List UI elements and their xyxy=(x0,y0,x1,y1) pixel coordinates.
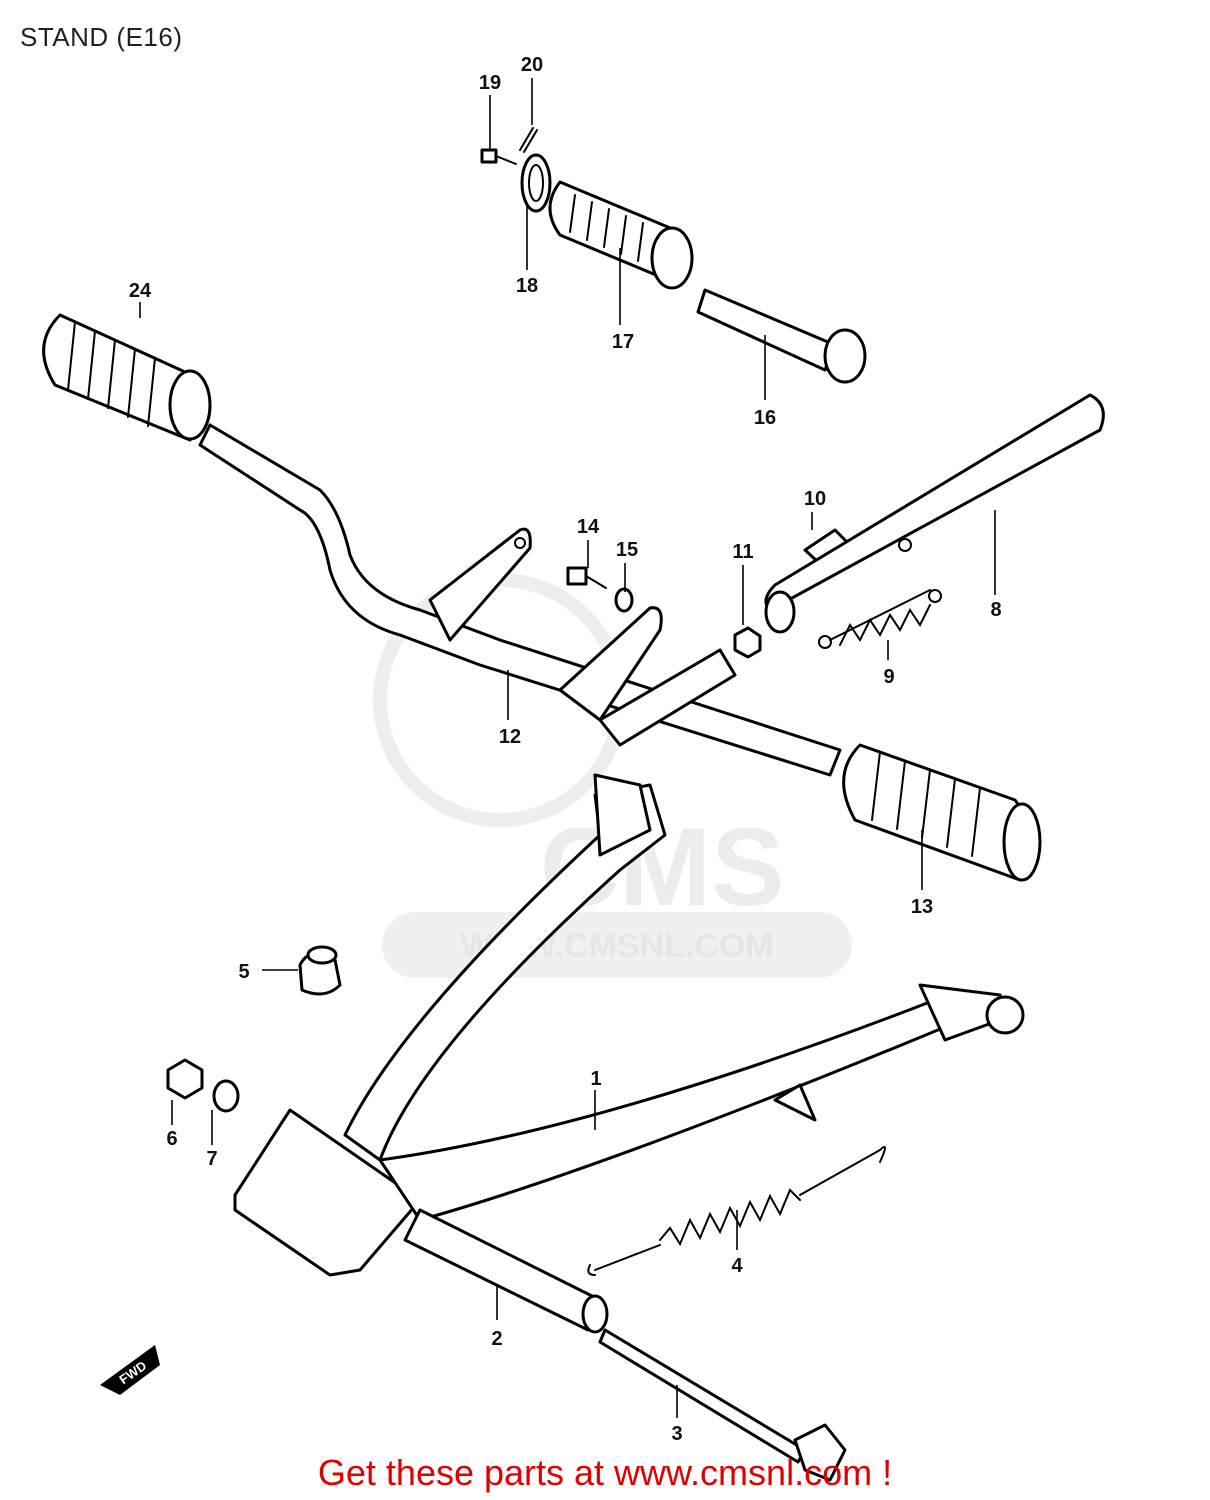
part-16-footrest-pin xyxy=(696,288,867,384)
callout-12: 12 xyxy=(499,726,521,748)
callout-7: 7 xyxy=(206,1148,217,1170)
callout-18: 18 xyxy=(516,275,538,297)
part-14-bolt xyxy=(566,566,607,589)
part-7-washer xyxy=(212,1079,240,1113)
callout-8: 8 xyxy=(990,599,1001,621)
part-2-stand-shaft xyxy=(403,1208,609,1334)
footer-parts-link[interactable]: Get these parts at www.cmsnl.com ! xyxy=(317,1452,893,1493)
callout-11: 11 xyxy=(732,541,753,563)
page-title: STAND (E16) xyxy=(20,22,183,52)
part-4-spring xyxy=(587,1146,886,1276)
part-24-footrest-rubber xyxy=(42,313,212,442)
callout-3: 3 xyxy=(671,1423,682,1445)
part-15-washer xyxy=(614,587,634,613)
callout-5: 5 xyxy=(238,961,249,983)
callout-labels: 1 2 3 4 5 6 7 8 9 10 11 12 13 14 15 16 1… xyxy=(129,54,1002,1445)
callout-6: 6 xyxy=(166,1128,177,1150)
fwd-arrow-icon: FWD xyxy=(100,1345,160,1395)
callout-20: 20 xyxy=(521,54,543,76)
callout-1: 1 xyxy=(590,1068,601,1090)
leader-lines xyxy=(139,78,996,1418)
part-11-nut xyxy=(733,626,762,659)
part-6-nut xyxy=(166,1058,204,1100)
callout-24: 24 xyxy=(129,280,152,302)
part-5-stopper xyxy=(298,945,342,996)
callout-13: 13 xyxy=(911,896,933,918)
callout-15: 15 xyxy=(616,539,638,561)
callout-19: 19 xyxy=(479,72,501,94)
callout-2: 2 xyxy=(491,1328,502,1350)
callout-4: 4 xyxy=(731,1255,743,1277)
callout-17: 17 xyxy=(612,331,634,353)
part-13-footrest-rubber xyxy=(842,743,1042,882)
part-12-footrest-bar xyxy=(198,423,842,777)
part-3-stand-bolt xyxy=(598,1328,847,1482)
callout-10: 10 xyxy=(804,488,826,510)
part-8-side-stand xyxy=(764,393,1105,634)
part-19-bolt xyxy=(480,148,517,165)
callout-16: 16 xyxy=(754,407,776,429)
part-20-cotter-pin xyxy=(519,127,538,153)
part-17-footrest-rubber xyxy=(548,180,694,290)
callout-9: 9 xyxy=(883,666,894,688)
part-18-washer xyxy=(520,153,552,213)
callout-14: 14 xyxy=(577,516,600,538)
part-1-center-stand xyxy=(233,773,1025,1277)
part-9-spring xyxy=(818,589,942,649)
